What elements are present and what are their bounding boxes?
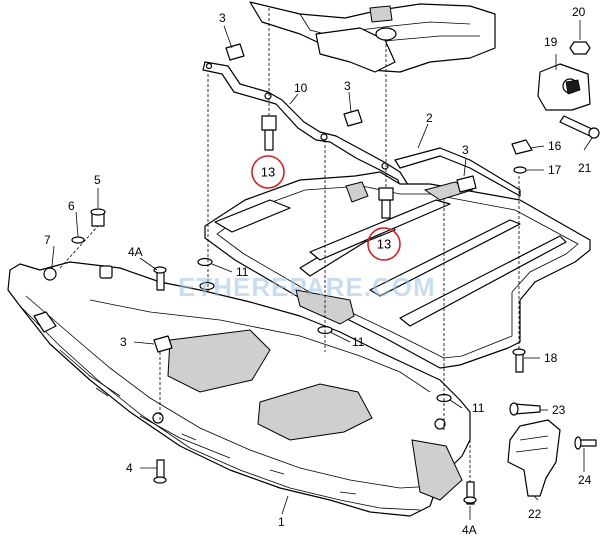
clip-3 [153, 43, 477, 353]
label-3-mid: 3 [344, 79, 351, 93]
assembly-lines [59, 8, 520, 482]
washer-6 [71, 236, 85, 244]
label-21: 21 [578, 161, 592, 175]
fastener-4a-bottom [463, 481, 477, 505]
label-2: 2 [426, 111, 433, 125]
label-5: 5 [94, 173, 101, 187]
label-4a-bottom: 4A [462, 523, 477, 537]
screw-18 [512, 348, 526, 373]
label-18: 18 [544, 351, 558, 365]
label-23: 23 [552, 403, 566, 417]
label-24: 24 [578, 473, 592, 487]
label-3-right: 3 [462, 143, 469, 157]
clip-7 [43, 267, 57, 281]
frame-2 [204, 147, 591, 369]
label-17: 17 [548, 163, 562, 177]
label-6: 6 [68, 199, 75, 213]
label-11-b: 11 [352, 335, 365, 349]
clip-16 [511, 139, 533, 155]
highlight-ring-13a [251, 155, 285, 189]
label-10: 10 [294, 81, 308, 95]
label-1: 1 [278, 515, 285, 529]
label-19: 19 [544, 35, 558, 49]
label-13-b: 13 [377, 237, 391, 252]
label-7: 7 [44, 233, 51, 247]
label-4: 4 [126, 461, 133, 475]
label-3-top: 3 [219, 11, 226, 25]
label-4a-top: 4A [128, 245, 143, 259]
label-11-a: 11 [236, 265, 249, 279]
label-22: 22 [528, 507, 542, 521]
label-11-c: 11 [472, 401, 485, 415]
undertray-1 [7, 261, 471, 517]
subframe [249, 1, 496, 73]
bolt-21 [559, 115, 600, 139]
label-13-a: 13 [261, 165, 275, 180]
washer-17 [513, 166, 527, 174]
fastener-4a-top [153, 266, 167, 291]
bracket-19 [537, 63, 591, 111]
watermark-text: ETHEREPARE.COM [178, 272, 436, 302]
screw-24 [574, 436, 597, 450]
leader-lines [51, 20, 593, 520]
bolt-13 [261, 115, 394, 219]
label-3-left: 3 [120, 335, 127, 349]
screw-5 [90, 208, 106, 227]
fastener-4-bottom [153, 459, 167, 484]
highlight-ring-13b [367, 227, 401, 261]
nut-20 [569, 41, 591, 55]
label-20: 20 [572, 5, 586, 19]
bolt-23 [509, 402, 541, 416]
label-16: 16 [548, 139, 562, 153]
heat-shield-22 [507, 419, 561, 497]
